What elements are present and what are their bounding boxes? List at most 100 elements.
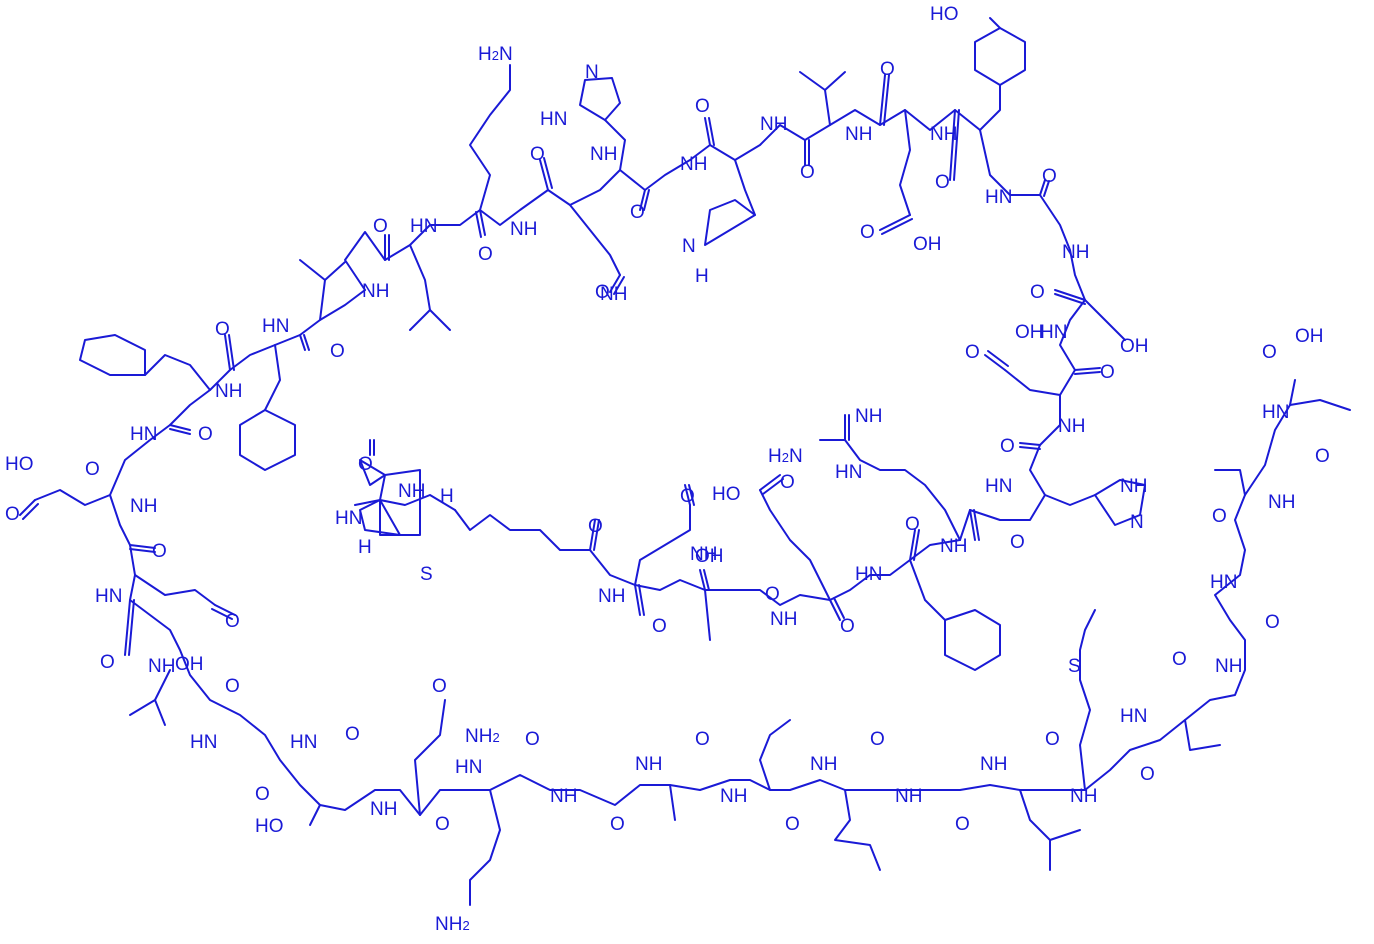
label-nh-27: NH [370, 799, 397, 820]
label-o-4: O [630, 202, 645, 223]
label-o-10: O [1030, 282, 1045, 303]
label-o-34: O [955, 814, 970, 835]
glu-side-chain-left [34, 489, 111, 506]
ser-side-chain-bottom [309, 804, 321, 826]
label-o-6: O [800, 162, 815, 183]
label-ho-ser: HO [255, 816, 284, 837]
label-o-biotin: O [358, 454, 373, 475]
ser-side-chain-right [1084, 299, 1126, 341]
label-o-35: O [1045, 729, 1060, 750]
label-ho-glu-m: HO [712, 484, 741, 505]
label-hn-36: HN [1120, 706, 1147, 727]
label-o-37: O [1172, 649, 1187, 670]
label-o-33: O [870, 729, 885, 750]
label-o-30: O [610, 814, 625, 835]
label-nh-37: NH [1215, 656, 1242, 677]
label-oh-asp-m: OH [695, 546, 724, 567]
label-nh-33: NH [895, 786, 922, 807]
his-ring-right [1044, 479, 1146, 526]
label-nh-lys-top: HN [410, 216, 437, 237]
label-hn-28: HN [455, 757, 482, 778]
label-hn-25: HN [190, 732, 217, 753]
label-hn-40: HN [1262, 402, 1289, 423]
ile-side-chain-upper [759, 719, 791, 791]
label-n-his-top: N [585, 62, 599, 83]
asn-side-chain [414, 699, 446, 816]
label-hn-38: HN [1210, 572, 1237, 593]
label-hn-19: HN [262, 316, 289, 337]
label-nh-4: NH [680, 154, 707, 175]
label-o-1: O [373, 216, 388, 237]
label-o-31: O [695, 729, 710, 750]
ala-side-chain-middle [704, 589, 711, 641]
label-oh-glu-top: OH [913, 234, 942, 255]
label-nh-1: NH [362, 281, 389, 302]
label-o-26: O [255, 784, 270, 805]
label-h-biotin-1: H [440, 486, 454, 507]
label-n-his-low: N [682, 236, 696, 257]
label-o-13: O [1010, 532, 1025, 553]
label-o-18: O [588, 516, 603, 537]
label-nh-5: NH [760, 114, 787, 135]
label-o-glu-top: O [860, 222, 875, 243]
label-oh-41: OH [1295, 326, 1324, 347]
label-h-biotin-2: H [358, 537, 372, 558]
label-o-9: O [1042, 166, 1057, 187]
label-nh-18: NH [598, 586, 625, 607]
label-oh-asp-r: OH [1015, 322, 1044, 343]
asp-side-chain-left [134, 574, 216, 606]
label-nh-16: NH [770, 609, 797, 630]
label-nh-31: NH [720, 786, 747, 807]
label-nh-2: NH [510, 219, 537, 240]
label-nh-29: NH [550, 786, 577, 807]
label-o-14: O [905, 514, 920, 535]
label-nh-30: NH [635, 754, 662, 775]
ala-side-chain-bottom [669, 784, 676, 821]
val-side-chain-top [799, 71, 831, 126]
val-side-chain-right-2 [1289, 399, 1351, 411]
label-o-29: O [525, 729, 540, 750]
label-nh-35: NH [1070, 786, 1097, 807]
backbone-middle [454, 509, 980, 621]
label-nh-17: NH [690, 544, 717, 565]
label-o-7: O [880, 59, 895, 80]
label-o-glu-m: O [780, 472, 795, 493]
val-side-chain-lower-right [1184, 719, 1221, 751]
label-hn-26: HN [290, 732, 317, 753]
label-o-asp-m: O [680, 486, 695, 507]
ile-side-chain-lower [834, 789, 881, 871]
label-o-20: O [330, 341, 345, 362]
label-o-19: O [215, 319, 230, 340]
backbone-top [344, 74, 981, 291]
label-nh-32: NH [810, 754, 837, 775]
label-o-5: O [695, 96, 710, 117]
label-nh-20: NH [215, 381, 242, 402]
met-side-chain [1079, 609, 1096, 791]
his-ring-lower [704, 159, 756, 246]
label-o-asp-l: O [225, 611, 240, 632]
label-o-3: O [530, 144, 545, 165]
label-nh-3: NH [590, 144, 617, 165]
val-side-chain-right-1 [1214, 469, 1246, 496]
label-o-24: O [100, 652, 115, 673]
label-o-12: O [1000, 436, 1015, 457]
label-nh-39: NH [1268, 492, 1295, 513]
label-hn-8: HN [985, 187, 1012, 208]
label-hn-10: HN [1040, 322, 1067, 343]
gln-side-chain [569, 204, 621, 276]
label-ho-glu-l: HO [5, 454, 34, 475]
label-o-27: O [345, 724, 360, 745]
label-nh2-asn: NH2 [465, 726, 500, 747]
label-s-biotin: S [420, 564, 433, 585]
label-oh-ser: OH [1120, 336, 1149, 357]
label-o-41: O [1262, 342, 1277, 363]
label-nh-his-low: H [695, 266, 709, 287]
tyr-ring [974, 17, 1026, 131]
label-nh-6: NH [845, 124, 872, 145]
label-o-16: O [765, 584, 780, 605]
leu-side-chain-upper [409, 244, 431, 331]
label-o-17: O [652, 616, 667, 637]
label-o-21: O [198, 424, 213, 445]
label-nh-9: NH [1062, 242, 1089, 263]
label-nh-arg: NH [855, 406, 882, 427]
